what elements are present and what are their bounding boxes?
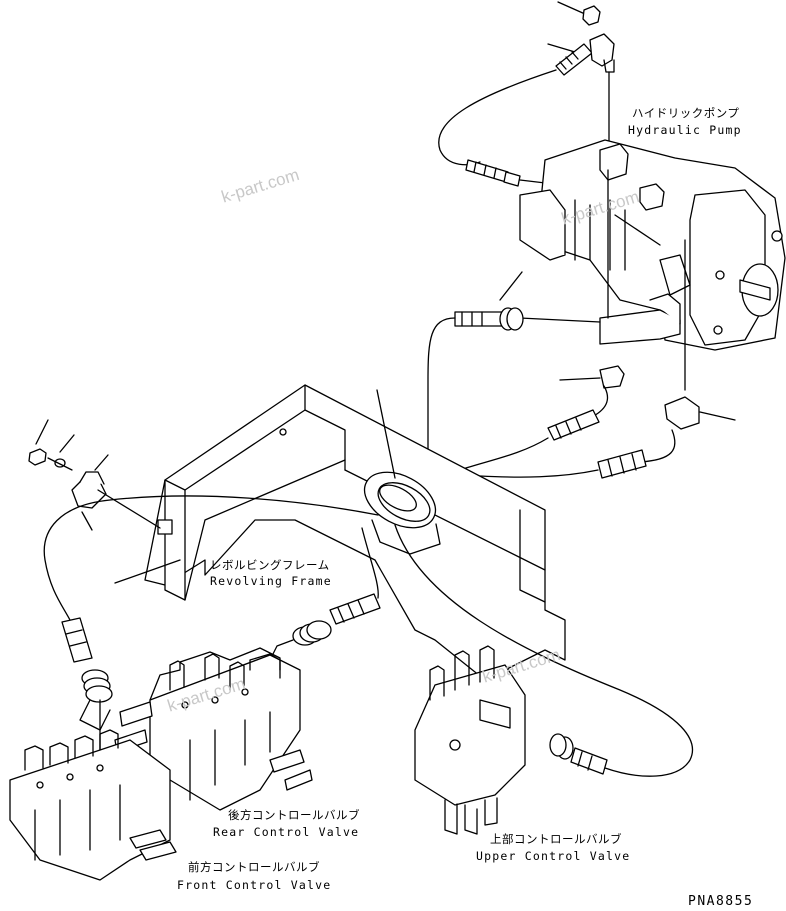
upper-valve-hose-fitting — [549, 733, 608, 775]
hydraulic-pump-label-jp: ハイドリックポンプ — [632, 106, 740, 120]
upper-control-valve — [414, 645, 526, 835]
drawing-code: PNA8855 — [688, 894, 754, 909]
hydraulic-pump-label-en: Hydraulic Pump — [628, 123, 742, 137]
front-control-valve — [9, 729, 177, 881]
swivel-joint — [363, 389, 441, 555]
hose-to-front-valve — [43, 495, 379, 621]
revolving-frame-label-en: Revolving Frame — [210, 574, 332, 588]
revolving-frame-label-jp: レボルビングフレーム — [210, 558, 330, 572]
rear-control-valve — [114, 647, 313, 811]
pressure-hose-fitting — [427, 271, 524, 471]
rear-control-valve-label-jp: 後方コントロールバルブ — [228, 808, 360, 822]
upper-control-valve-label-jp: 上部コントロールバルブ — [490, 832, 622, 846]
front-control-valve-label-en: Front Control Valve — [177, 878, 332, 892]
hose-to-rear-valve — [361, 527, 379, 599]
front-valve-hose-fitting — [61, 617, 113, 761]
revolving-frame — [114, 384, 566, 681]
hose-to-upper-valve — [394, 524, 694, 777]
hydraulic-pump — [519, 139, 786, 351]
suction-elbow — [459, 365, 625, 471]
hose-top-loop — [438, 69, 557, 166]
rear-control-valve-label-en: Rear Control Valve — [213, 825, 360, 839]
pump-outlet-elbow — [519, 169, 686, 391]
rear-valve-hose-fitting — [270, 593, 381, 659]
upper-control-valve-label-en: Upper Control Valve — [476, 849, 631, 863]
clamp-bracket-parts — [28, 419, 161, 531]
front-control-valve-label-jp: 前方コントロールバルブ — [188, 860, 320, 874]
top-fitting-assembly — [547, 1, 615, 151]
